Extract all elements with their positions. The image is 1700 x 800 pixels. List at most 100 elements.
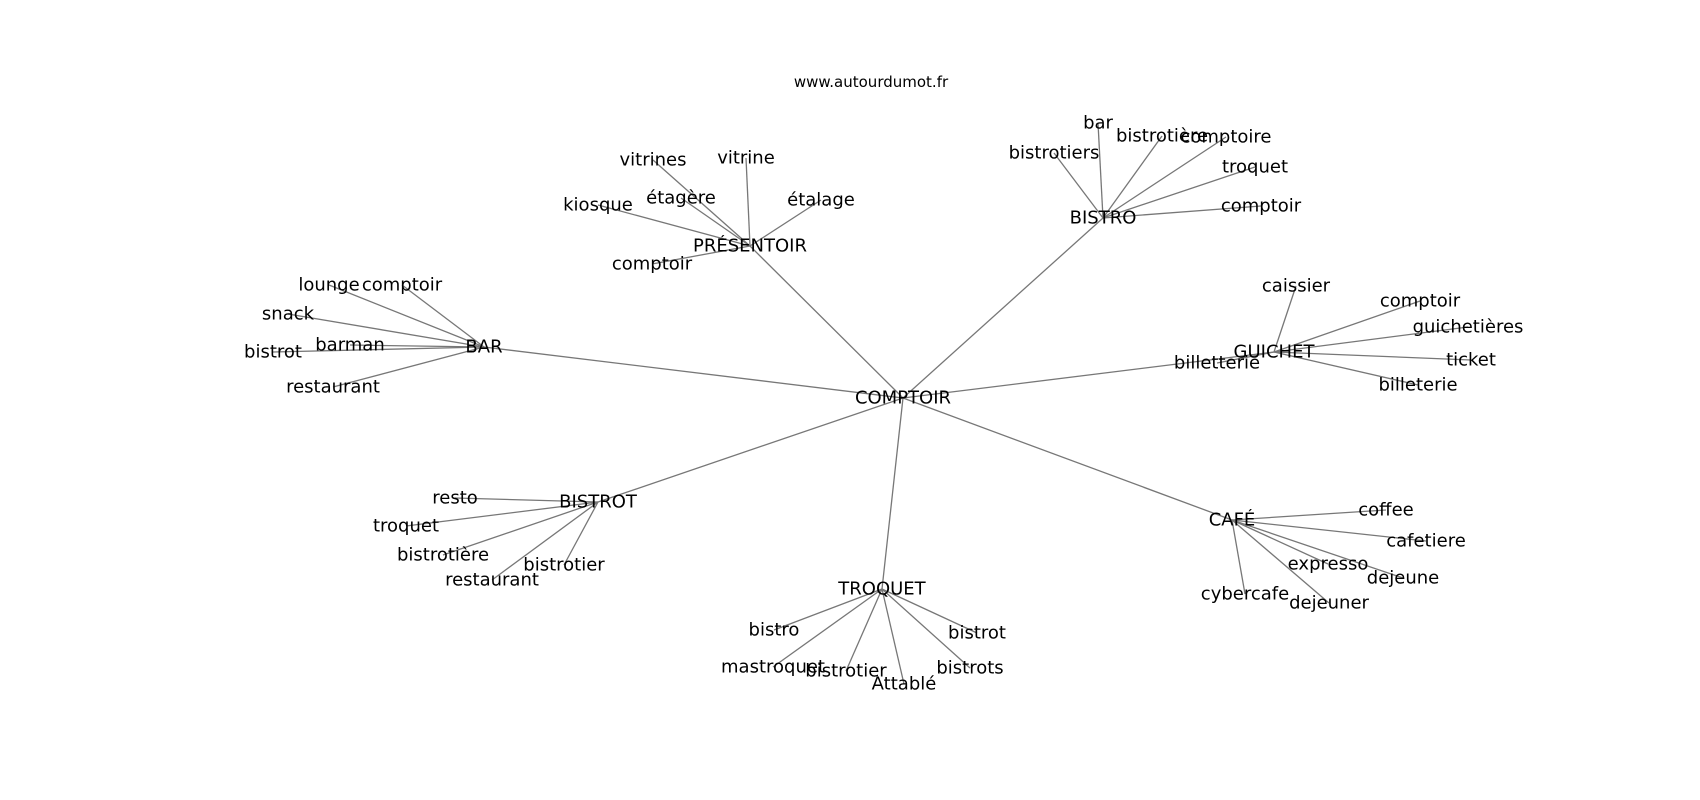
leaf-node-label[interactable]: coffee (1358, 500, 1413, 521)
graph-edge (749, 245, 904, 399)
source-label: www.autourdumot.fr (794, 73, 949, 91)
edges (272, 122, 1472, 685)
graph-edge (491, 501, 599, 581)
graph-edge (902, 397, 1233, 521)
leaf-node-label[interactable]: bistrot (948, 623, 1006, 644)
leaf-node-label[interactable]: billetterie (1174, 353, 1260, 374)
hub-node-label[interactable]: PRÉSENTOIR (693, 235, 807, 257)
graph-edge (483, 346, 904, 399)
leaf-node-label[interactable]: bistrotière (397, 545, 489, 566)
leaf-node-label[interactable]: dejeune (1367, 568, 1439, 589)
graph-edge (1231, 519, 1329, 565)
graph-edge (1273, 351, 1472, 361)
leaf-node-label[interactable]: vitrine (717, 148, 775, 169)
leaf-node-label[interactable]: bistrot (244, 342, 302, 363)
graph-edge (845, 588, 883, 672)
graph-edge (405, 501, 599, 527)
leaf-node-label[interactable]: bar (1083, 113, 1113, 134)
graph-edge (1231, 519, 1427, 542)
leaf-node-label[interactable]: comptoir (1380, 291, 1461, 312)
graph-edge (745, 157, 751, 247)
graph-edge (401, 284, 485, 348)
graph-edge (902, 351, 1275, 399)
leaf-node-label[interactable]: caissier (1262, 276, 1331, 297)
leaf-node-label[interactable]: restaurant (445, 570, 539, 591)
leaf-node-label[interactable]: cafetiere (1386, 531, 1466, 552)
graph-edge (454, 497, 599, 503)
graph-edge (332, 346, 485, 388)
graph-edge (680, 197, 751, 247)
graph-edge (1053, 152, 1104, 219)
leaf-node-label[interactable]: snack (262, 304, 315, 325)
graph-edge (881, 397, 904, 590)
leaf-node-label[interactable]: ticket (1446, 350, 1496, 371)
leaf-node-label[interactable]: bistrotier (805, 661, 887, 682)
graph-edge (563, 501, 599, 566)
graph-edge (328, 284, 485, 348)
graph-edge (1273, 326, 1469, 353)
leaf-node-label[interactable]: barman (315, 335, 385, 356)
leaf-node-label[interactable]: billeterie (1378, 375, 1457, 396)
leaf-node-label[interactable]: guichetières (1413, 317, 1524, 338)
leaf-node-label[interactable]: dejeuner (1289, 593, 1369, 614)
graph-edge (1216, 351, 1275, 364)
graph-edge (749, 199, 822, 247)
leaf-node-label[interactable]: troquet (373, 516, 439, 537)
graph-edge (1231, 519, 1246, 595)
leaf-node-label[interactable]: mastroquet (721, 657, 825, 678)
graph-edge (1102, 136, 1227, 219)
leaf-node-label[interactable]: étagère (646, 188, 716, 209)
leaf-node-label[interactable]: resto (432, 488, 478, 509)
center-node-label[interactable]: COMPTOIR (855, 388, 951, 409)
leaf-node-label[interactable]: cybercafe (1201, 584, 1289, 605)
graph-edge (287, 313, 485, 348)
graph-edge (349, 344, 485, 348)
leaf-node-label[interactable]: bistro (749, 620, 800, 641)
graph-edge (1102, 166, 1256, 219)
leaf-node-label[interactable]: kiosque (563, 195, 633, 216)
graph-edge (1102, 135, 1163, 219)
graph-edge (881, 588, 905, 685)
leaf-node-label[interactable]: bistrotiers (1009, 143, 1100, 164)
leaf-node-label[interactable]: bistrotière (1116, 126, 1208, 147)
graph-edge (272, 346, 485, 353)
hub-node-label[interactable]: GUICHET (1234, 342, 1316, 363)
leaf-node-label[interactable]: comptoire (1180, 127, 1271, 148)
graph-edge (597, 204, 751, 247)
leaf-node-label[interactable]: comptoir (1221, 196, 1302, 217)
graph-edge (1231, 519, 1330, 604)
hub-node-label[interactable]: BISTROT (559, 492, 638, 513)
graph-edge (902, 217, 1104, 399)
leaf-node-label[interactable]: comptoir (362, 275, 443, 296)
leaf-node-label[interactable]: lounge (298, 275, 359, 296)
leaf-node-label[interactable]: bistrots (936, 658, 1003, 679)
graph-edge (1273, 351, 1419, 386)
leaf-node-label[interactable]: expresso (1288, 554, 1369, 575)
graph-edge (1231, 519, 1404, 579)
leaf-node-label[interactable]: comptoir (612, 254, 693, 275)
hub-node-label[interactable]: CAFÉ (1209, 509, 1256, 531)
graph-edge (881, 588, 978, 634)
leaf-node-label[interactable]: Attablé (872, 674, 937, 695)
hub-node-label[interactable]: BAR (465, 337, 502, 358)
graph-edge (1231, 509, 1387, 521)
leaf-node-label[interactable]: vitrines (620, 150, 687, 171)
hub-node-label[interactable]: BISTRO (1070, 208, 1137, 229)
graph-edge (1102, 205, 1262, 219)
graph-edge (1273, 285, 1297, 353)
labels: COMPTOIR PRÉSENTOIR vitrines vitrineétagère… (244, 113, 1523, 695)
graph-edge (772, 588, 883, 668)
leaf-node-label[interactable]: bistrotier (523, 555, 605, 576)
leaf-node-label[interactable]: troquet (1222, 157, 1288, 178)
graph-edge (1097, 122, 1104, 219)
graph-edge (442, 501, 599, 556)
graph-edge (651, 245, 751, 265)
graph-edge (1273, 300, 1421, 353)
graph-edge (652, 159, 751, 247)
graph-edge (773, 588, 883, 631)
hub-node-label[interactable]: TROQUET (837, 579, 926, 600)
leaf-node-label[interactable]: restaurant (286, 377, 380, 398)
leaf-node-label[interactable]: étalage (787, 190, 855, 211)
graph-edge (881, 588, 971, 669)
